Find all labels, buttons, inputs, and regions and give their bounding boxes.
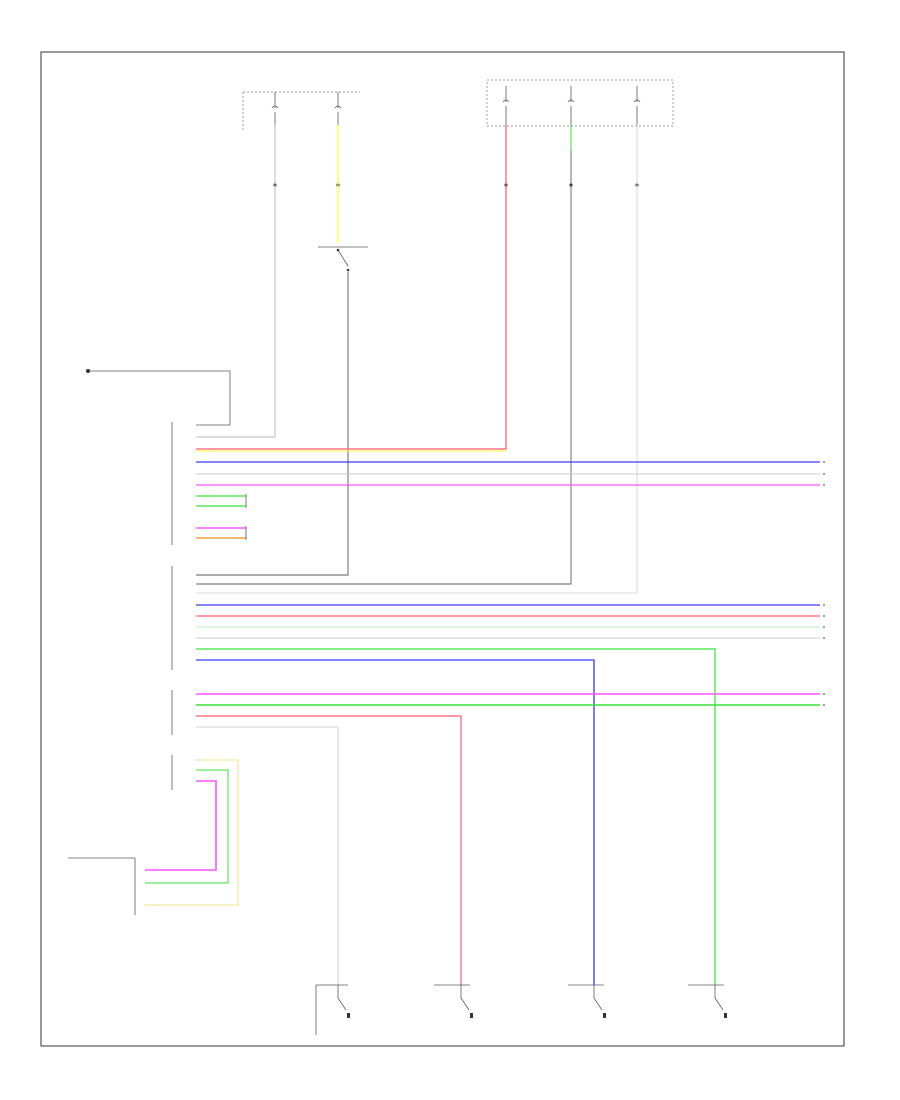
wire-green-short	[196, 495, 246, 507]
wire-green-sensor	[145, 769, 229, 884]
diagram-frame	[40, 51, 845, 1047]
fuse-icon	[334, 92, 342, 125]
sensor-connector	[68, 857, 136, 915]
wire-gray	[196, 125, 276, 438]
wire-pink-sensor	[145, 780, 217, 871]
wire-green-black	[196, 125, 572, 585]
fuse-section-left	[242, 91, 360, 130]
wire-black	[196, 272, 349, 576]
switch-rear-right	[688, 984, 727, 1018]
switch-rear-left	[568, 984, 606, 1018]
wire-gray-4	[196, 726, 339, 985]
wire-blue-3	[196, 659, 595, 985]
wire-yellow-sensor	[145, 759, 239, 906]
fuse-icon	[502, 86, 510, 125]
switch-front-right	[434, 984, 473, 1018]
switch-front-left	[315, 984, 350, 1035]
fuse-icon	[633, 86, 641, 125]
fuse-icon	[271, 92, 279, 125]
fuse-section-right	[486, 79, 674, 127]
wire-white	[196, 125, 638, 594]
key-switch-icon	[318, 246, 368, 272]
wire-red	[196, 125, 507, 450]
ground-connector	[86, 369, 231, 426]
fuse-icon	[567, 86, 575, 125]
wire-green-2	[196, 648, 716, 985]
right-connector-marks	[823, 461, 825, 706]
wire-red-3	[196, 715, 462, 985]
